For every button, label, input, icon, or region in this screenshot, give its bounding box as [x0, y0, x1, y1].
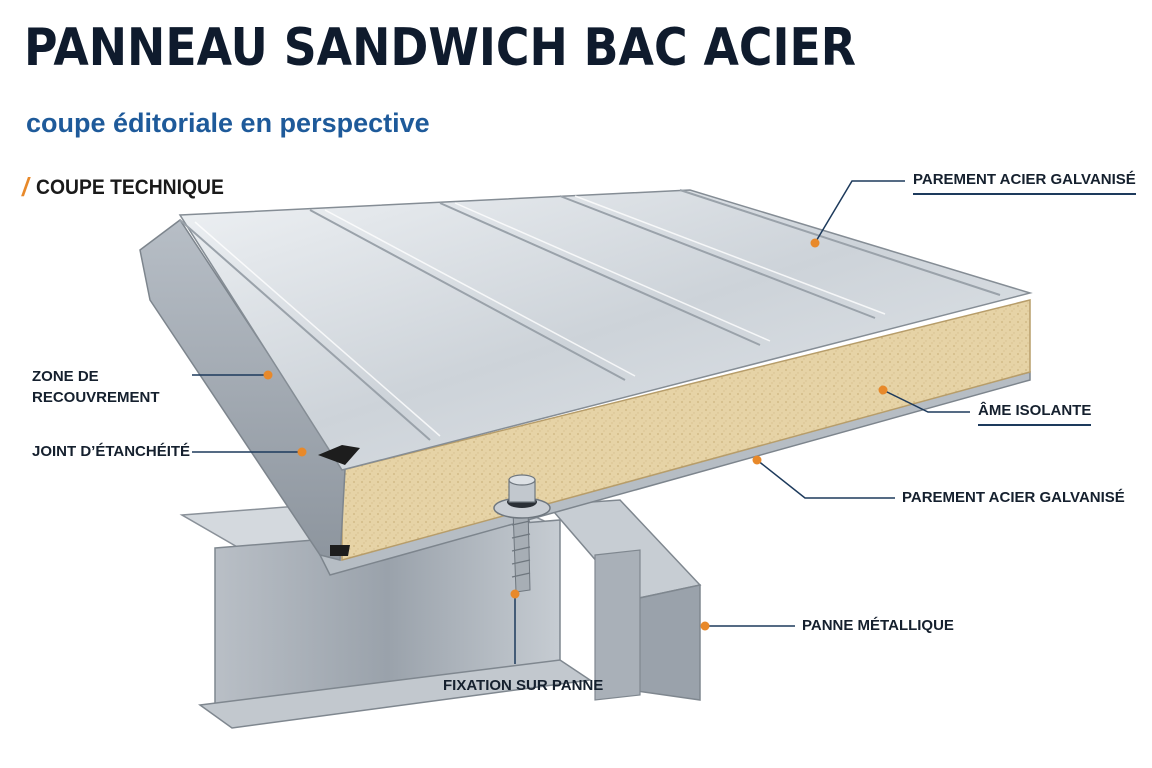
sheet-ribs — [179, 189, 1001, 441]
section-slash-accent: / — [22, 172, 29, 202]
label-bottom-steel-facing: PAREMENT ACIER GALVANISÉ — [902, 489, 1125, 506]
leader-lines — [192, 180, 970, 664]
label-seal-joint: JOINT D’ÉTANCHÉITÉ — [32, 443, 191, 460]
page-subtitle: coupe éditoriale en perspective — [26, 108, 430, 138]
page-title: PANNEAU SANDWICH BAC ACIER — [24, 18, 856, 78]
section-heading: / COUPE TECHNIQUE — [22, 172, 224, 203]
seal-joint — [318, 445, 360, 465]
label-insulation-core: ÂME ISOLANTE — [978, 401, 1092, 426]
screw-fixation — [493, 474, 551, 593]
label-top-steel-facing: PAREMENT ACIER GALVANISÉ — [913, 170, 1136, 195]
label-overlap-zone-line2: RECOUVREMENT — [32, 389, 160, 406]
top-steel-facing — [178, 189, 1033, 471]
label-screw-fixation: FIXATION SUR PANNE — [443, 677, 604, 694]
label-overlap-zone-line1: ZONE DE — [32, 368, 99, 385]
section-label: COUPE TECHNIQUE — [36, 175, 224, 199]
label-purlin: PANNE MÉTALLIQUE — [802, 617, 954, 634]
callout-dots — [263, 238, 888, 631]
